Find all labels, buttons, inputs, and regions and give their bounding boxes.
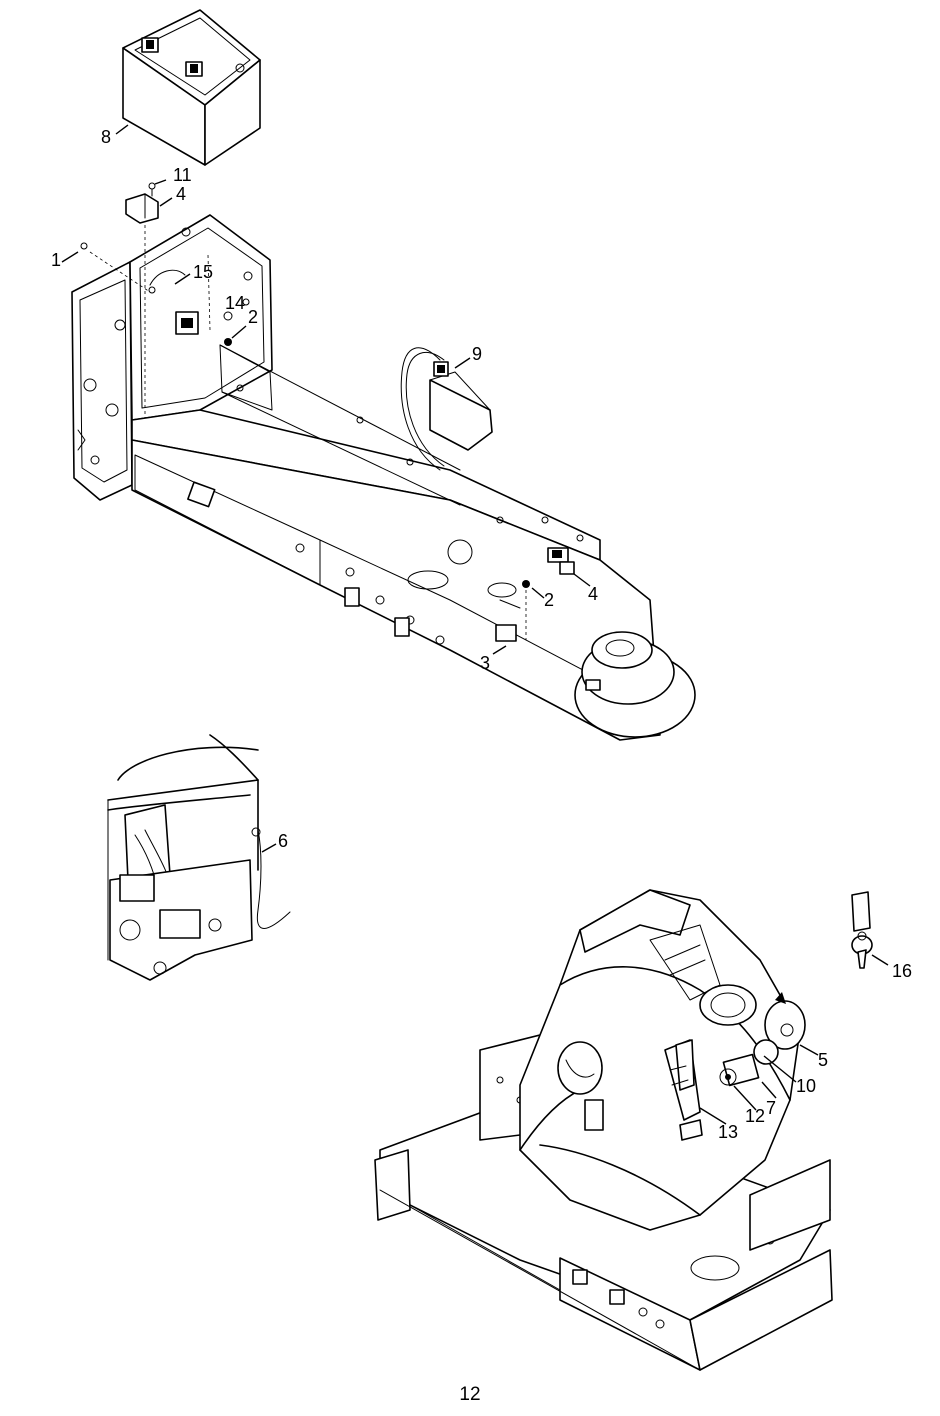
main-frame-rail [131,344,661,741]
callout-5: 5 [818,1050,828,1070]
callout-9: 9 [472,344,482,364]
callout-1: 1 [51,250,61,270]
rear-frame-bracket [71,214,273,501]
callout-8: 8 [101,127,111,147]
callout-4-lower: 4 [588,584,598,604]
leader-lines [61,124,889,1125]
callout-2: 2 [248,307,258,327]
callout-10: 10 [796,1076,816,1096]
dash-console [519,889,806,1231]
callout-12: 12 [745,1106,765,1126]
pto-pulley [574,631,696,738]
callout-14: 14 [225,293,245,313]
battery [122,9,261,166]
page-number: 12 [459,1384,481,1405]
engine-detail [107,734,291,981]
relay-part [125,182,159,224]
callout-6: 6 [278,831,288,851]
callout-3: 3 [480,653,490,673]
callout-4: 4 [176,184,186,204]
callout-7: 7 [766,1098,776,1118]
harness-bracket [400,347,493,471]
callout-16: 16 [892,961,912,981]
callout-13: 13 [718,1122,738,1142]
callout-15: 15 [193,262,213,282]
callout-11: 11 [173,165,192,185]
ignition-key [851,891,873,969]
callout-2-lower: 2 [544,590,554,610]
